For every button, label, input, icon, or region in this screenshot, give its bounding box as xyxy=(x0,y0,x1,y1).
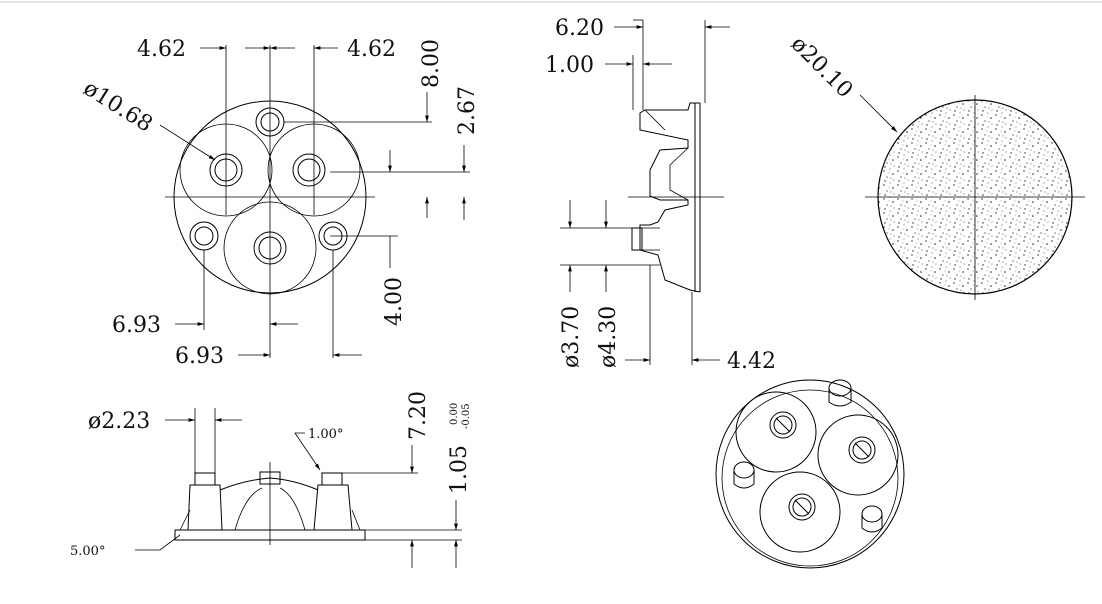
dim-side-top: 6.20 xyxy=(555,16,604,41)
dim-right-top: 4.62 xyxy=(347,37,396,62)
dim-side-step: 1.00 xyxy=(545,53,594,78)
dim-center-bottom: 6.93 xyxy=(175,344,224,369)
dim-disc-diameter: ø20.10 xyxy=(786,32,858,104)
dim-left-top: 4.62 xyxy=(137,37,186,62)
angle-bottom: 5.00° xyxy=(70,544,105,559)
isometric-view xyxy=(715,379,905,569)
tol-lower: -0.05 xyxy=(461,403,472,429)
dim-side-d2: ø4.30 xyxy=(596,306,621,368)
pin-left xyxy=(189,221,219,251)
dim-diameter-10: ø10.68 xyxy=(79,76,157,138)
dim-pin-diameter: ø2.23 xyxy=(88,409,150,434)
dim-base: 1.05 xyxy=(447,445,472,494)
bottom-view: ø2.23 1.00° 7.20 1.05 0.00 -0.05 5.00° xyxy=(70,391,472,568)
dim-vertical-top: 8.00 xyxy=(419,39,444,88)
tol-upper: 0.00 xyxy=(449,403,460,425)
dim-vertical-low: 4.00 xyxy=(382,277,407,326)
dim-height: 7.20 xyxy=(406,391,431,440)
dim-vertical-mid: 2.67 xyxy=(455,86,480,135)
iso-outer-disc xyxy=(715,379,905,569)
dim-left-bottom: 6.93 xyxy=(112,313,161,338)
angle-top: 1.00° xyxy=(308,427,343,442)
front-view: 4.62 4.62 ø10.68 8.00 2.67 4.00 6.93 6.9… xyxy=(79,37,480,369)
side-view: 6.20 1.00 ø3.70 ø4.30 4.42 xyxy=(545,16,776,374)
dim-side-right: 4.42 xyxy=(727,349,776,374)
disc-view: ø20.10 xyxy=(786,32,1085,300)
dim-side-d1: ø3.70 xyxy=(559,306,584,368)
